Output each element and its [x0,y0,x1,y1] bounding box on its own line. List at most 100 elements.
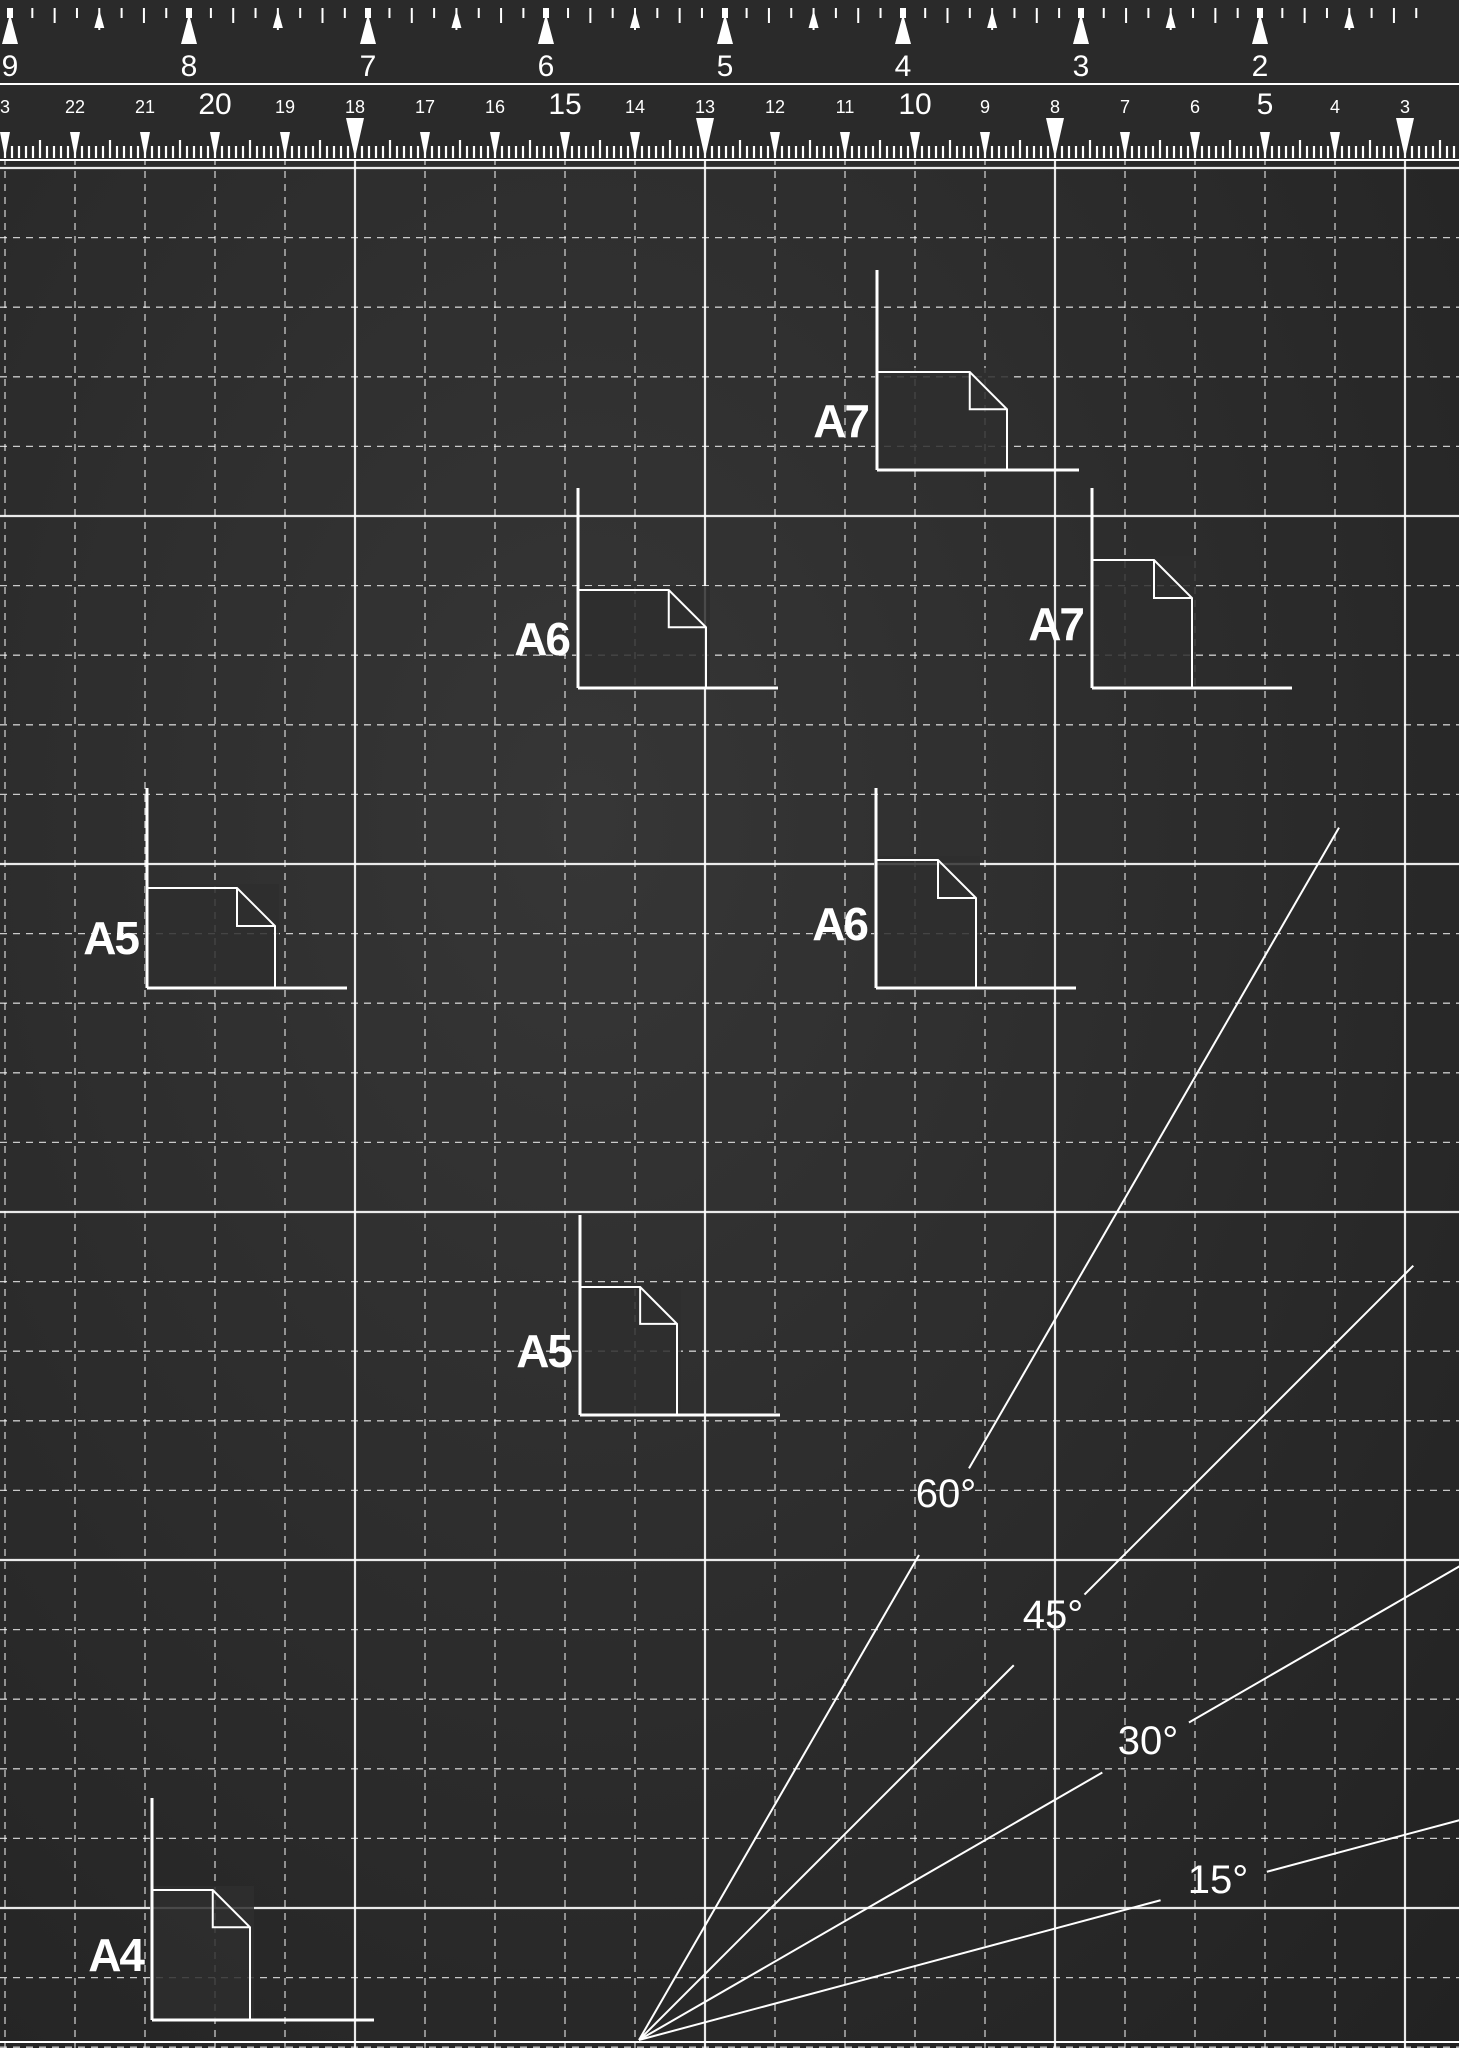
inch-label: 7 [360,50,377,83]
paper-fold-icon [667,590,706,629]
inch-major-tick [1078,8,1084,18]
paper-marker-a7: A7 [813,270,1079,472]
paper-size-label: A7 [813,395,868,447]
paper-fold-icon [639,1287,677,1325]
inch-major-marker [538,14,554,44]
paper-fold-icon [236,888,275,927]
paper-outline-icon [580,1286,678,1415]
inch-half-marker [94,10,105,28]
angle-line-15 [638,1899,1161,2041]
paper-marker-a7: A7 [1028,488,1292,690]
paper-size-label: A4 [88,1929,145,1981]
paper-size-label: A6 [812,898,867,950]
cm-marker [0,132,10,158]
inch-major-marker [2,14,18,44]
cm-marker [1330,132,1340,158]
paper-outline-icon [1092,559,1193,688]
paper-outline-icon [877,371,1008,470]
inch-major-marker [360,14,376,44]
cm-label: 21 [135,97,155,117]
inch-major-tick [186,8,192,18]
cm-label: 9 [980,97,990,117]
inch-major-marker [717,14,733,44]
angle-label-15: 15° [1188,1858,1249,1902]
cm-marker [490,132,500,158]
cm-major-marker [1396,118,1414,158]
paper-backdrop [1090,556,1196,688]
paper-outline-icon [147,887,276,988]
cm-label: 19 [275,97,295,117]
paper-marker-a6: A6 [514,488,778,690]
cm-label: 6 [1190,97,1200,117]
cm-label: 15 [548,88,581,121]
paper-marker-a5: A5 [83,788,347,990]
paper-backdrop [150,1886,254,2020]
cm-marker [70,132,80,158]
cm-marker [910,132,920,158]
inch-label: 6 [538,50,555,83]
cm-label: 17 [415,97,435,117]
cm-marker [1120,132,1130,158]
cm-label: 5 [1257,88,1274,121]
paper-outline-icon [578,589,707,688]
inch-major-tick [900,8,906,18]
cm-major-marker [346,118,364,158]
inch-half-marker [1344,10,1355,28]
cm-marker [630,132,640,158]
cm-marker [980,132,990,158]
paper-fold-icon [937,860,976,899]
inch-major-marker [181,14,197,44]
angle-line-30 [1188,1565,1459,1724]
inch-label: 9 [2,50,19,83]
inch-half-marker [451,10,462,28]
paper-backdrop [145,884,279,988]
cm-label: 18 [345,97,365,117]
angle-line-60 [638,1554,920,2041]
cm-label: 3 [0,97,10,117]
inch-label: 4 [895,50,912,83]
paper-marker-a4: A4 [88,1798,374,2022]
cm-marker [840,132,850,158]
ruler-background [0,0,1459,160]
cm-marker [210,132,220,158]
cm-label: 22 [65,97,85,117]
cm-marker [140,132,150,158]
cm-label: 16 [485,97,505,117]
angle-line-30 [638,1771,1103,2041]
paper-backdrop [874,856,980,988]
cm-major-marker [1046,118,1064,158]
inch-half-marker [272,10,283,28]
cm-label: 10 [898,88,931,121]
paper-outline-icon [152,1889,251,2020]
inch-major-tick [543,8,549,18]
paper-size-label: A5 [83,912,139,964]
cm-label: 4 [1330,97,1340,117]
cm-label: 3 [1400,97,1410,117]
cm-marker [1190,132,1200,158]
inch-label: 8 [181,50,198,83]
angle-label-60: 60° [916,1472,977,1516]
cm-marker [770,132,780,158]
paper-fold-icon [211,1890,250,1929]
paper-fold-icon [1153,560,1192,599]
cm-major-marker [696,118,714,158]
cm-marker [1260,132,1270,158]
inch-major-marker [1252,14,1268,44]
cm-label: 20 [198,88,231,121]
cm-marker [560,132,570,158]
paper-backdrop [578,1283,681,1415]
inch-half-marker [630,10,640,28]
paper-size-label: A5 [516,1325,572,1377]
inch-major-marker [1073,14,1089,44]
angle-label-30: 30° [1118,1719,1179,1763]
inch-major-tick [7,8,13,18]
cm-label: 14 [625,97,645,117]
inch-major-tick [365,8,371,18]
inch-half-marker [1165,10,1176,28]
inch-major-marker [895,14,911,44]
angle-guides: 60°45°30°15° [638,827,1459,2041]
inch-label: 5 [717,50,734,83]
